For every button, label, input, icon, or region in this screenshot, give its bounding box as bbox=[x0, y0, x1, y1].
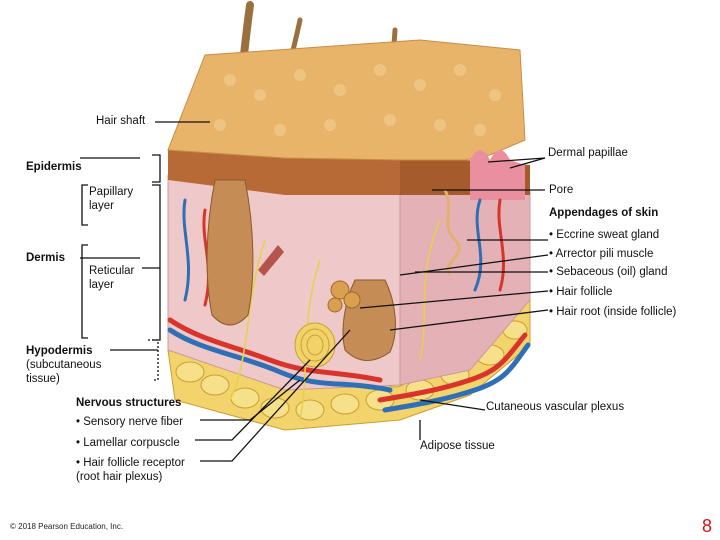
epidermis-texture bbox=[214, 64, 501, 136]
copyright-text: © 2018 Pearson Education, Inc. bbox=[10, 522, 124, 531]
adipose-tissue-label: Adipose tissue bbox=[420, 440, 495, 452]
papillary-layer-label: Papillary layer bbox=[89, 186, 134, 212]
hair-shaft-label: Hair shaft bbox=[96, 115, 146, 127]
sebaceous-gland-shape bbox=[327, 280, 361, 313]
page-number: 8 bbox=[702, 516, 713, 536]
epidermis-top bbox=[167, 39, 526, 161]
sensory-nerve-fiber-label: • Sensory nerve fiber bbox=[76, 416, 183, 428]
nervous-structures-heading: Nervous structures bbox=[76, 397, 182, 409]
subcutaneous-tissue-label: (subcutaneous tissue) bbox=[26, 359, 102, 385]
sweat-gland-shape bbox=[443, 189, 461, 276]
blood-vessels bbox=[167, 198, 531, 413]
eccrine-sweat-gland-label: • Eccrine sweat gland bbox=[549, 229, 660, 241]
hair-follicle-label: • Hair follicle bbox=[549, 286, 613, 298]
hypodermis-label: Hypodermis bbox=[26, 345, 93, 357]
lamellar-corpuscle-label: • Lamellar corpuscle bbox=[76, 437, 180, 449]
arrector-pili-muscle-label: • Arrector pili muscle bbox=[549, 248, 654, 260]
arrector-pili-shape bbox=[258, 245, 284, 276]
sebaceous-gland-label: • Sebaceous (oil) gland bbox=[549, 266, 668, 278]
reticular-layer-label: Reticular layer bbox=[89, 265, 135, 291]
leader-lines bbox=[110, 121, 549, 462]
dermal-papillae-shape bbox=[470, 150, 525, 200]
hair-follicle-receptor-label: • Hair follicle receptor (root hair plex… bbox=[76, 457, 185, 483]
pore-label: Pore bbox=[549, 184, 574, 196]
appendages-of-skin-heading: Appendages of skin bbox=[549, 207, 659, 219]
lamellar-corpuscle-shape bbox=[294, 322, 336, 368]
hair-follicle-left bbox=[206, 179, 254, 326]
hair-root-label: • Hair root (inside follicle) bbox=[549, 306, 677, 318]
dermal-papillae-label: Dermal papillae bbox=[548, 147, 628, 159]
layer-brackets bbox=[80, 154, 161, 381]
epidermis-label: Epidermis bbox=[26, 161, 82, 173]
cutaneous-vascular-plexus-label: Cutaneous vascular plexus bbox=[486, 401, 625, 413]
dermis-label: Dermis bbox=[26, 252, 65, 264]
